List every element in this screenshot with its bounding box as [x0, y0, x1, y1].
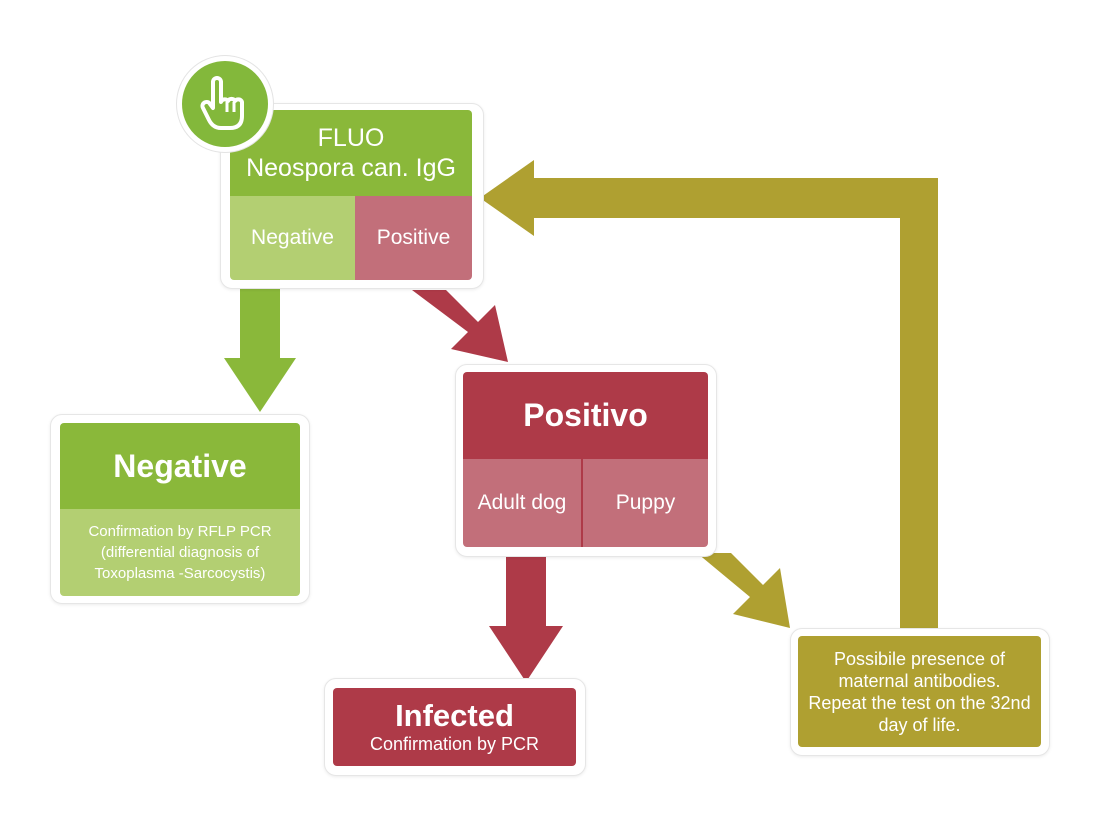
arrow-to-maternal	[697, 553, 790, 628]
negative-detail: Confirmation by RFLP PCR (differential d…	[60, 509, 300, 596]
fluo-test-header: FLUO Neospora can. IgG	[230, 110, 472, 196]
negative-box: Negative Confirmation by RFLP PCR (diffe…	[60, 423, 300, 596]
positivo-adult-dog: Adult dog	[463, 459, 581, 547]
infected-title: Infected	[395, 698, 514, 733]
fluo-title-line2: Neospora can. IgG	[246, 154, 456, 182]
positivo-puppy: Puppy	[583, 459, 708, 547]
positivo-box: Positivo Adult dog Puppy	[463, 372, 708, 547]
infected-detail: Confirmation by PCR	[369, 734, 540, 754]
arrow-to-negative	[224, 285, 296, 412]
maternal-text: Possibile presence of maternal antibodie…	[808, 648, 1031, 735]
maternal-box: Possibile presence of maternal antibodie…	[798, 636, 1041, 747]
arrow-return-to-fluo	[480, 160, 938, 628]
positivo-divider	[581, 459, 583, 547]
arrow-to-positivo	[412, 290, 508, 362]
fluo-positive-option: Positive	[355, 196, 472, 280]
pointing-hand-badge	[177, 56, 273, 152]
arrow-to-infected	[489, 552, 563, 682]
infected-box: Infected Confirmation by PCR	[333, 688, 576, 766]
positivo-title: Positivo	[463, 372, 708, 459]
pointing-hand-icon	[200, 76, 244, 130]
negative-title: Negative	[60, 423, 300, 509]
fluo-negative-option: Negative	[230, 196, 355, 280]
fluo-title-line1: FLUO	[317, 124, 385, 152]
fluo-test-box: FLUO Neospora can. IgG Negative Positive	[230, 110, 472, 280]
